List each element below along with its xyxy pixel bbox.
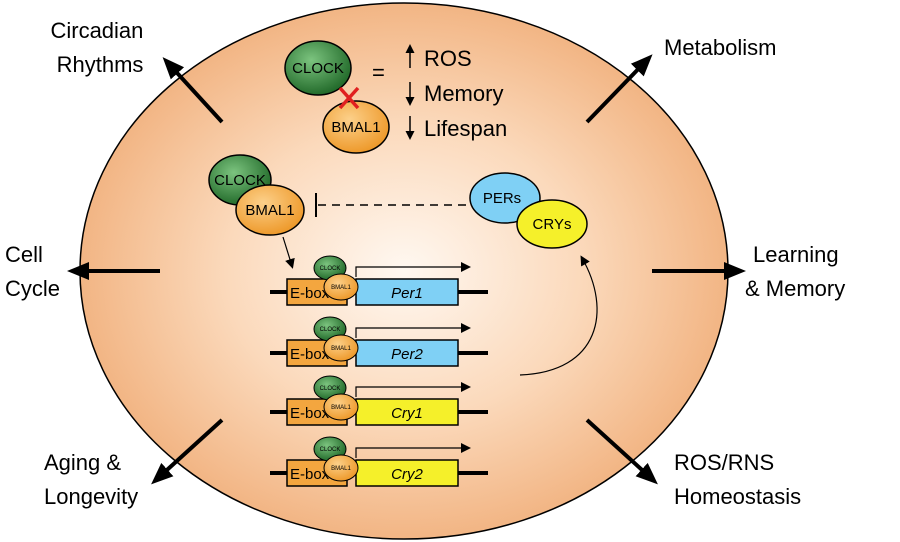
bound-bmal1-protein: [323, 334, 359, 362]
gene-box: [355, 339, 459, 367]
bound-clock-label: CLOCK: [320, 327, 341, 333]
transcription-arrow: [355, 323, 471, 338]
gene-box: [355, 459, 459, 487]
effect-lifespan: Lifespan: [424, 116, 507, 141]
transcription-arrow: [355, 262, 471, 277]
knockout-block: CLOCK BMAL1 = ROS Memory Lifespan: [284, 40, 507, 154]
ko-clock-protein: [284, 40, 352, 96]
bound-bmal1-label: BMAL1: [331, 405, 351, 411]
feedback-arrow: [519, 255, 598, 376]
gene-row: E-box Cry2 CLOCK BMAL1: [270, 436, 488, 487]
bound-bmal1-protein: [323, 393, 359, 421]
gene-row: E-box Per2 CLOCK BMAL1: [270, 316, 488, 367]
ebox-label: E-box: [290, 405, 330, 422]
gene-box: [355, 398, 459, 426]
per-cry-complex: PERs CRYs: [469, 172, 588, 249]
bound-bmal1-label: BMAL1: [331, 285, 351, 291]
gene-box: [355, 278, 459, 306]
clock-bmal1-complex: CLOCK BMAL1: [208, 154, 305, 236]
equals-sign: =: [372, 60, 385, 85]
complex-to-ebox-arrow: [282, 236, 295, 269]
label-aging: Aging & Longevity: [44, 450, 138, 509]
ko-bmal1-protein: [322, 100, 390, 154]
transcription-arrow: [355, 382, 471, 397]
effect-memory: Memory: [424, 81, 503, 106]
label-metabolism: Metabolism: [664, 35, 776, 60]
effect-ros: ROS: [424, 46, 472, 71]
knockout-x-icon: [338, 86, 360, 110]
crys-protein: [516, 199, 588, 249]
inhibition-line: [315, 193, 470, 217]
gene-label: Per1: [391, 285, 423, 302]
label-ros: ROS/RNS Homeostasis: [674, 450, 801, 509]
bound-bmal1-label: BMAL1: [331, 466, 351, 472]
pers-label: PERs: [483, 190, 521, 207]
output-arrows: [67, 54, 746, 485]
arrow-aging: [151, 418, 224, 485]
complex-bmal1-label: BMAL1: [245, 202, 294, 219]
arrow-circadian: [162, 57, 224, 124]
ebox-label: E-box: [290, 466, 330, 483]
transcription-arrow: [355, 443, 471, 458]
gene-label: Per2: [391, 346, 423, 363]
ebox-label: E-box: [290, 285, 330, 302]
bound-bmal1-protein: [323, 273, 359, 301]
complex-clock-label: CLOCK: [214, 172, 266, 189]
gene-label: Cry2: [391, 466, 423, 483]
crys-label: CRYs: [533, 216, 572, 233]
arrow-metabolism: [585, 54, 653, 124]
ebox-label: E-box: [290, 346, 330, 363]
complex-bmal1-protein: [235, 184, 305, 236]
gene-row: E-box Per1 CLOCK BMAL1: [270, 255, 488, 306]
bound-bmal1-label: BMAL1: [331, 346, 351, 352]
ko-bmal1-label: BMAL1: [331, 119, 380, 136]
gene-label: Cry1: [391, 405, 423, 422]
label-cell-cycle: Cell Cycle: [5, 242, 60, 301]
gene-row: E-box Cry1 CLOCK BMAL1: [270, 375, 488, 426]
bound-clock-label: CLOCK: [320, 386, 341, 392]
bound-clock-label: CLOCK: [320, 266, 341, 272]
ko-clock-label: CLOCK: [292, 60, 344, 77]
bound-clock-label: CLOCK: [320, 447, 341, 453]
arrow-ros: [585, 418, 658, 485]
bound-bmal1-protein: [323, 454, 359, 482]
label-circadian: Circadian Rhythms: [50, 18, 149, 77]
label-learning: Learning & Memory: [745, 242, 845, 301]
